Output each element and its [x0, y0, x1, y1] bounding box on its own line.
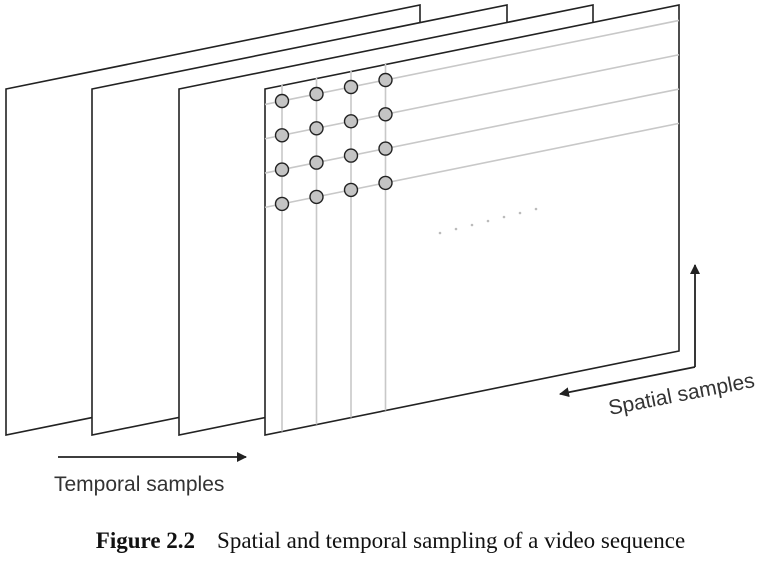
sample-point: [274, 93, 290, 109]
grid-row-line: [264, 53, 680, 140]
sample-point: [309, 155, 324, 170]
sampling-diagram: Temporal samples Spatial samples: [5, 4, 757, 496]
spatial-arrow-horizontal: [559, 366, 696, 398]
sample-point: [274, 162, 290, 177]
sample-point: [378, 72, 393, 88]
sample-point: [343, 114, 359, 129]
continuation-dots: [438, 207, 538, 235]
figure-number: Figure 2.2: [95, 528, 196, 553]
video-frames: [5, 4, 680, 436]
sample-point: [378, 141, 393, 156]
sample-point: [309, 189, 324, 205]
grid-row-line: [264, 19, 680, 106]
sample-point: [309, 121, 324, 136]
sample-point: [378, 107, 393, 122]
grid-row-line: [264, 88, 680, 174]
sample-grid-lines: [264, 19, 680, 432]
temporal-samples-label: Temporal samples: [54, 473, 224, 496]
video-frame-4: [264, 4, 680, 436]
figure-caption: Figure 2.2 Spatial and temporal sampling …: [0, 528, 781, 554]
grid-row-line: [264, 122, 680, 209]
caption-text: Spatial and temporal sampling of a video…: [217, 528, 686, 553]
sample-point: [274, 196, 290, 212]
sample-point: [274, 128, 290, 143]
spatial-samples-label: Spatial samples: [607, 369, 757, 420]
sample-point: [343, 148, 359, 163]
sample-point: [309, 86, 324, 102]
sample-point: [343, 182, 359, 198]
sample-point: [343, 79, 359, 95]
sample-point: [378, 175, 393, 191]
sample-points: [274, 72, 393, 212]
